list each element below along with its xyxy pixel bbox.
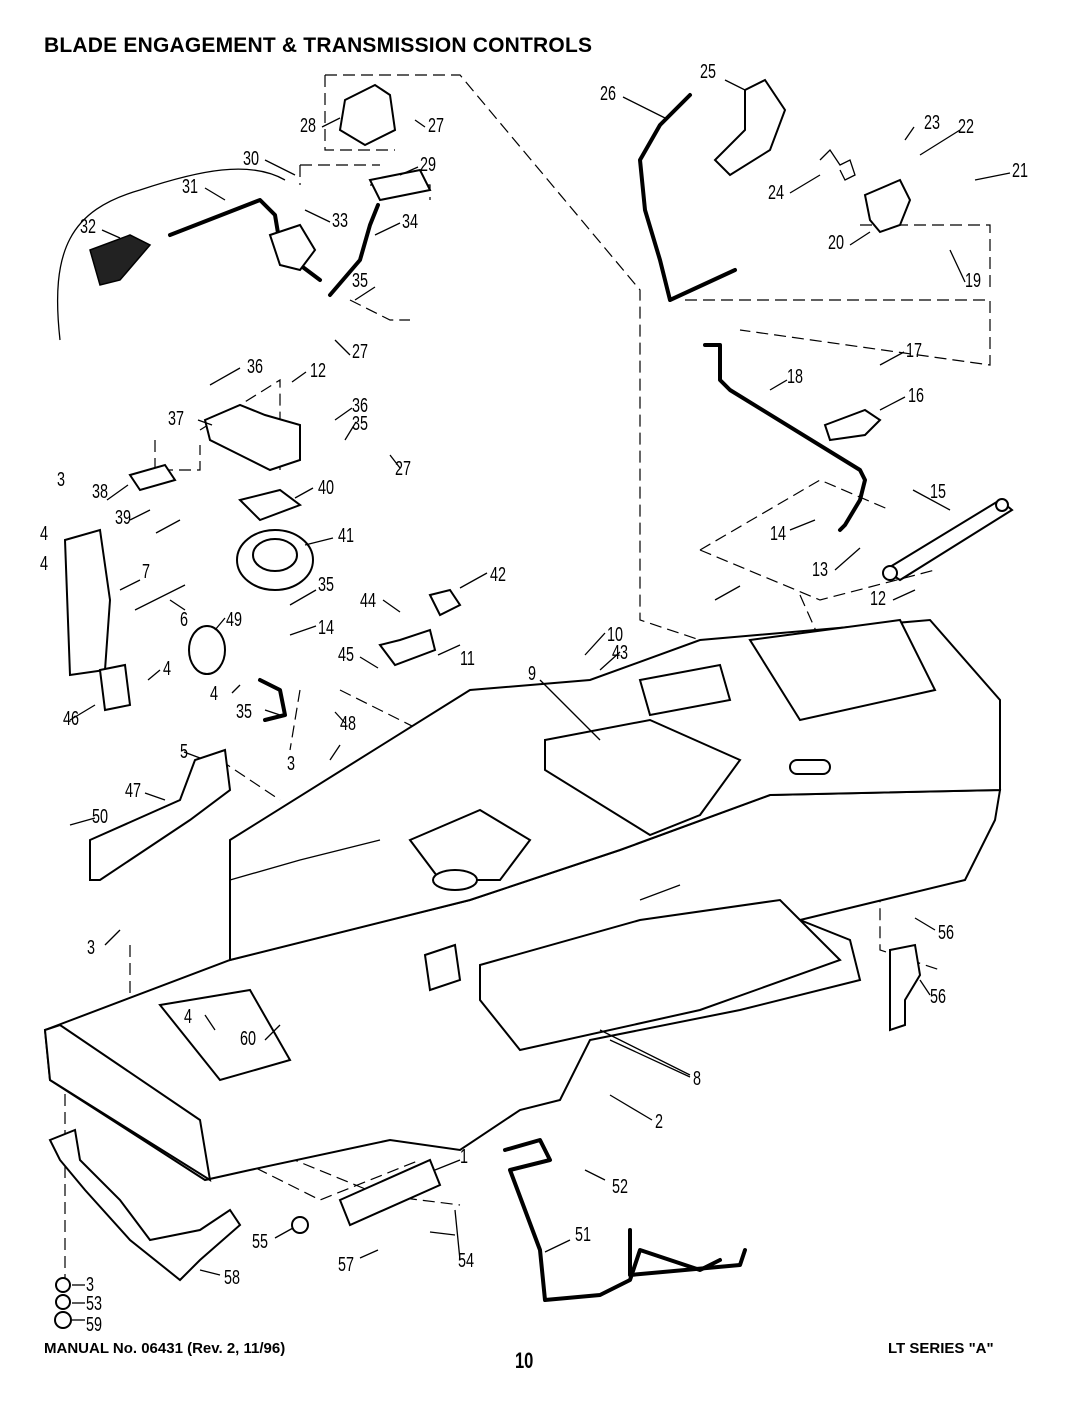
callout-35: 35: [352, 412, 368, 435]
callout-55: 55: [252, 1230, 268, 1253]
callout-4: 4: [40, 552, 48, 575]
callout-4: 4: [40, 522, 48, 545]
callout-35: 35: [318, 573, 334, 596]
callout-9: 9: [528, 662, 536, 685]
callout-32: 32: [80, 215, 96, 238]
callout-6: 6: [180, 608, 188, 631]
callout-51: 51: [575, 1223, 591, 1246]
bracket-16: [823, 408, 882, 442]
callout-2: 2: [655, 1110, 663, 1133]
callout-28: 28: [300, 114, 316, 137]
callout-33: 33: [332, 209, 348, 232]
bottom-assemblies: [48, 1128, 747, 1329]
callout-52: 52: [612, 1175, 628, 1198]
manual-number: MANUAL No. 06431 (Rev. 2, 11/96): [44, 1340, 286, 1357]
callout-57: 57: [338, 1253, 354, 1276]
callout-49: 49: [226, 608, 242, 631]
callout-5: 5: [180, 740, 188, 763]
callout-43: 43: [612, 641, 628, 664]
callout-10: 10: [607, 623, 623, 646]
callout-59: 59: [86, 1313, 102, 1336]
callout-13: 13: [812, 558, 828, 581]
callout-25: 25: [700, 60, 716, 83]
callout-12: 12: [870, 587, 886, 610]
callout-21: 21: [1012, 159, 1028, 182]
callout-14: 14: [770, 522, 786, 545]
bracket-8: [889, 943, 922, 1032]
bracket-20: [863, 178, 912, 234]
callout-23: 23: [924, 111, 940, 134]
callout-50: 50: [92, 805, 108, 828]
callout-3: 3: [87, 936, 95, 959]
callout-39: 39: [115, 506, 131, 529]
middle-assemblies: [63, 403, 462, 722]
callout-45: 45: [338, 643, 354, 666]
callout-7: 7: [142, 560, 150, 583]
callout-11: 11: [460, 647, 475, 670]
callout-19: 19: [965, 269, 981, 292]
callout-3: 3: [287, 752, 295, 775]
callout-41: 41: [338, 524, 354, 547]
callout-31: 31: [182, 175, 198, 198]
callout-12: 12: [310, 359, 326, 382]
callout-53: 53: [86, 1292, 102, 1315]
callout-17: 17: [906, 339, 922, 362]
upper-linkage: [56, 83, 432, 341]
callout-24: 24: [768, 181, 784, 204]
series-label: LT SERIES "A": [888, 1340, 994, 1357]
callout-44: 44: [360, 589, 376, 612]
callout-34: 34: [402, 210, 418, 233]
callout-42: 42: [490, 563, 506, 586]
callout-46: 46: [63, 707, 79, 730]
callout-56: 56: [930, 985, 946, 1008]
callout-29: 29: [420, 153, 436, 176]
rod-18: [703, 343, 867, 532]
shift-lever-26: [638, 78, 787, 302]
callout-37: 37: [168, 407, 184, 430]
callout-4: 4: [210, 682, 218, 705]
callout-4: 4: [184, 1005, 192, 1028]
callout-40: 40: [318, 476, 334, 499]
callout-3: 3: [57, 468, 65, 491]
page-number: 10: [515, 1348, 534, 1373]
callout-58: 58: [224, 1266, 240, 1289]
callout-8: 8: [693, 1067, 701, 1090]
callout-35: 35: [236, 700, 252, 723]
bracket-50: [89, 748, 232, 881]
callout-38: 38: [92, 480, 108, 503]
callout-16: 16: [908, 384, 924, 407]
callout-47: 47: [125, 779, 141, 802]
callout-15: 15: [930, 480, 946, 503]
callout-54: 54: [458, 1249, 474, 1272]
part-2-leader: [599, 1029, 691, 1076]
callout-27: 27: [428, 114, 444, 137]
callout-leaders: [69, 79, 1011, 1321]
callout-3: 3: [86, 1273, 94, 1296]
callout-27: 27: [395, 457, 411, 480]
callout-30: 30: [243, 147, 259, 170]
callout-36: 36: [247, 355, 263, 378]
callout-60: 60: [240, 1027, 256, 1050]
callout-4: 4: [163, 657, 171, 680]
frame-part-1: [43, 618, 1002, 1183]
callout-22: 22: [958, 115, 974, 138]
spring-24: [819, 148, 856, 181]
callout-20: 20: [828, 231, 844, 254]
callout-18: 18: [787, 365, 803, 388]
link-15: [882, 498, 1014, 582]
callout-48: 48: [340, 712, 356, 735]
callout-56: 56: [938, 921, 954, 944]
callout-36: 36: [352, 394, 368, 417]
callout-26: 26: [600, 82, 616, 105]
callout-14: 14: [318, 616, 334, 639]
callout-27: 27: [352, 340, 368, 363]
callout-1: 1: [460, 1145, 468, 1168]
callout-35: 35: [352, 269, 368, 292]
page-title: BLADE ENGAGEMENT & TRANSMISSION CONTROLS: [44, 34, 593, 57]
